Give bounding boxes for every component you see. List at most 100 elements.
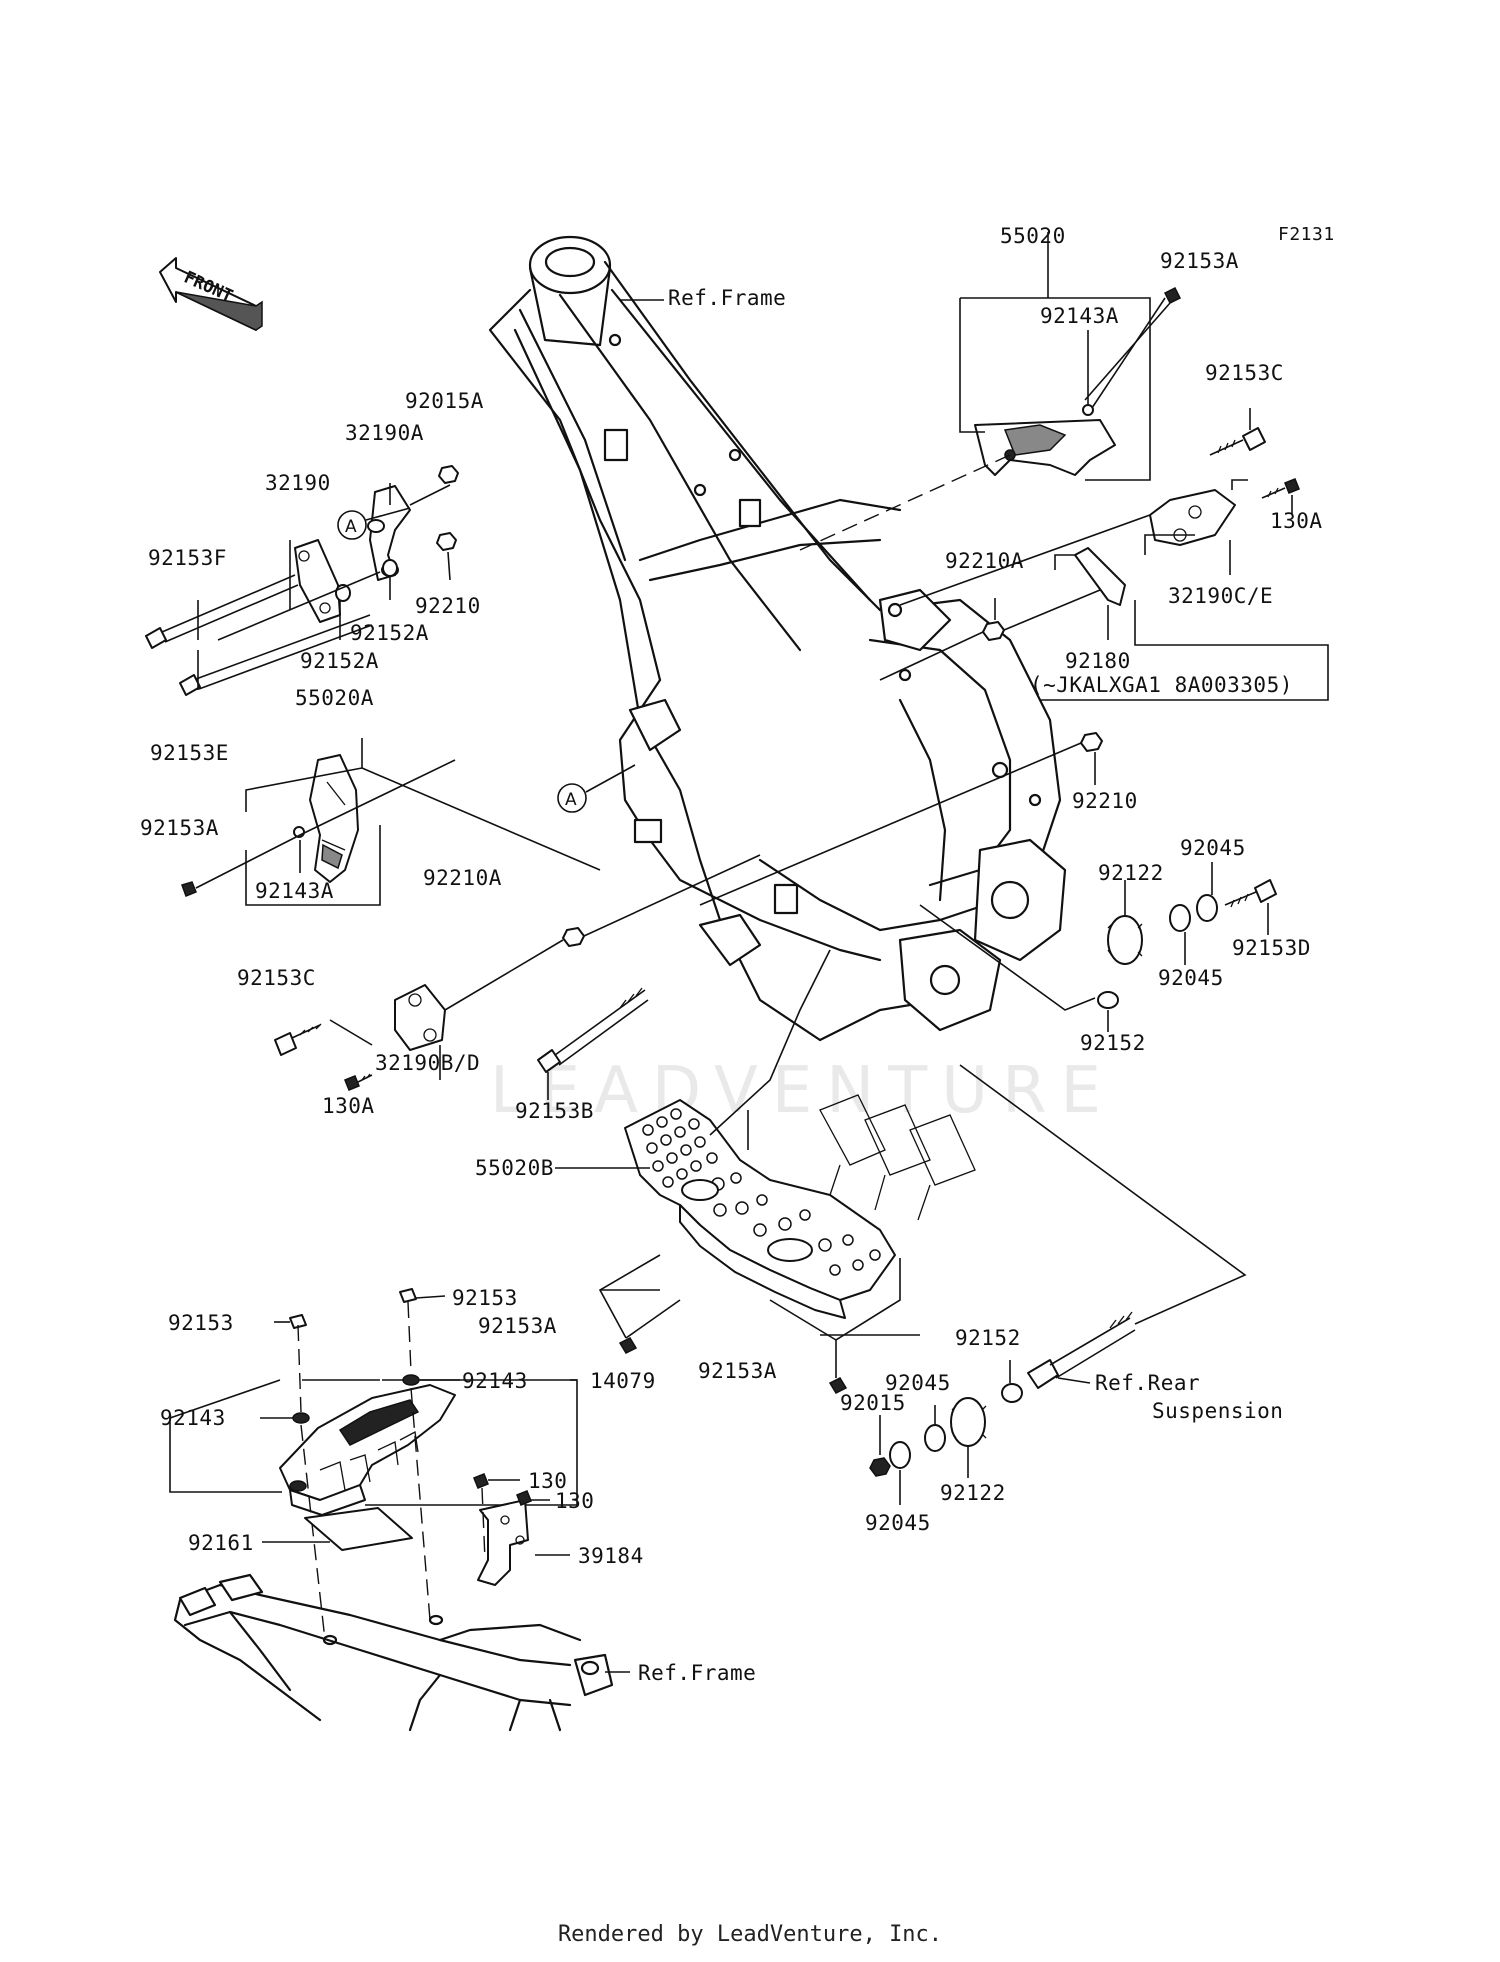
label-32190BD: 32190B/D — [375, 1051, 480, 1075]
label-32190CE: 32190C/E — [1168, 584, 1273, 608]
label-92210-left: 92210 — [415, 594, 481, 618]
label-92122-low: 92122 — [940, 1481, 1006, 1505]
label-92143A-top: 92143A — [1040, 304, 1119, 328]
nut-92015A — [438, 465, 459, 484]
figure-code: F2131 — [1278, 224, 1335, 245]
label-ref-frame-bottom: Ref.Frame — [638, 1661, 756, 1685]
bracket-39184 — [477, 1499, 529, 1586]
label-92210A-right: 92210A — [945, 549, 1024, 573]
label-92152-mid: 92152 — [1080, 1031, 1146, 1055]
collar-92122-upper — [1107, 915, 1143, 965]
label-92045-low1: 92045 — [885, 1371, 951, 1395]
label-14079: 14079 — [590, 1369, 656, 1393]
bearing-92045-low-b — [889, 1441, 911, 1469]
label-92045-mid: 92045 — [1158, 966, 1224, 990]
bolt-92153A-top — [1163, 286, 1182, 305]
label-92210-right: 92210 — [1072, 789, 1138, 813]
label-39184: 39184 — [578, 1544, 644, 1568]
label-55020A: 55020A — [295, 686, 374, 710]
label-92045-top: 92045 — [1180, 836, 1246, 860]
nut-92210A-right — [982, 621, 1005, 641]
bolt-92153C-right — [1209, 427, 1266, 456]
washer-92152-low — [1001, 1383, 1023, 1403]
label-ref-rear-1: Ref.Rear — [1095, 1371, 1200, 1395]
label-92122-top: 92122 — [1098, 861, 1164, 885]
plate-92180 — [1074, 547, 1126, 606]
front-arrow-icon: FRONT — [159, 257, 263, 331]
grommet-92143A-top — [1082, 404, 1094, 416]
footer-credit: Rendered by LeadVenture, Inc. — [557, 1922, 943, 1947]
label-130A-right: 130A — [1270, 509, 1323, 533]
skid-plate-55020B — [624, 1099, 896, 1319]
bolt-92153E — [179, 614, 373, 696]
svg-text:A: A — [345, 517, 357, 537]
label-92143-left: 92143 — [160, 1406, 226, 1430]
label-130-2: 130 — [555, 1489, 594, 1513]
label-92153B: 92153B — [515, 1099, 594, 1123]
marker-a-lower: A — [557, 764, 636, 813]
lower-frame-ref — [173, 1573, 614, 1732]
bolt-92153C-left — [274, 1023, 322, 1056]
label-92153A-top: 92153A — [1160, 249, 1239, 273]
label-ref-frame-top: Ref.Frame — [668, 286, 786, 310]
bolt-92153A-skid1 — [618, 1337, 638, 1354]
engine-bracket-32190CE — [1149, 489, 1236, 546]
bearing-92045-upper-a — [1169, 904, 1191, 932]
label-55020B: 55020B — [475, 1156, 554, 1180]
label-130A-left: 130A — [322, 1094, 375, 1118]
nut-92210A-left — [562, 927, 585, 947]
label-32190A: 32190A — [345, 421, 424, 445]
nut-92210-right — [1080, 732, 1103, 752]
bolt-92153-top — [399, 1288, 417, 1303]
label-130-1: 130 — [528, 1469, 567, 1493]
label-92152A-2: 92152A — [300, 649, 379, 673]
label-92152A-1: 92152A — [350, 621, 429, 645]
nut-92015 — [869, 1457, 891, 1477]
bolt-92153F — [145, 574, 299, 649]
label-92152-low: 92152 — [955, 1326, 1021, 1350]
label-92045-low2: 92045 — [865, 1511, 931, 1535]
bearing-92045-low-a — [924, 1424, 946, 1452]
pivot-shaft-ref-rear — [1027, 1311, 1136, 1389]
label-92153E: 92153E — [150, 741, 229, 765]
svg-text:A: A — [565, 790, 577, 810]
label-92143A-left: 92143A — [255, 879, 334, 903]
label-92153D: 92153D — [1232, 936, 1311, 960]
label-92153A-skid2: 92153A — [698, 1359, 777, 1383]
label-92180: 92180 — [1065, 649, 1131, 673]
label-92153A-left: 92153A — [140, 816, 219, 840]
label-92210A-left: 92210A — [423, 866, 502, 890]
collar-92152A-upper — [382, 559, 398, 577]
engine-bracket-32190 — [294, 539, 341, 623]
label-92015A: 92015A — [405, 389, 484, 413]
label-92015: 92015 — [840, 1391, 906, 1415]
label-55020: 55020 — [1000, 224, 1066, 248]
label-32190: 32190 — [265, 471, 331, 495]
label-92153F: 92153F — [148, 546, 227, 570]
bolt-130-b — [516, 1490, 532, 1506]
bolt-92153D — [1224, 879, 1277, 908]
washer-92152-mid — [1097, 991, 1119, 1009]
label-ref-rear-2: Suspension — [1152, 1399, 1283, 1423]
bearing-92045-upper-b — [1196, 894, 1218, 922]
marker-a-upper: A — [337, 507, 411, 540]
chain-guide-14079 — [279, 1384, 456, 1516]
label-92153-left: 92153 — [168, 1311, 234, 1335]
label-92180-note: (~JKALXGA1 8A003305) — [1030, 673, 1293, 697]
collar-92122-lower — [950, 1397, 987, 1447]
bolt-130A-left — [344, 1073, 373, 1091]
bolt-92153B — [537, 987, 649, 1073]
pad-92161 — [304, 1507, 413, 1551]
label-92153-top: 92153 — [452, 1286, 518, 1310]
label-92143-right: 92143 — [462, 1369, 528, 1393]
bolt-92153-left — [289, 1314, 307, 1329]
bolt-92153A-skid2 — [828, 1377, 848, 1394]
nut-92210-left — [436, 532, 457, 551]
bolt-130A-right — [1261, 478, 1300, 499]
bolt-92153A-left — [181, 881, 197, 897]
label-92161: 92161 — [188, 1531, 254, 1555]
label-92153C-right: 92153C — [1205, 361, 1284, 385]
grommet-92143-right — [402, 1374, 420, 1386]
grommet-92143-left — [292, 1412, 310, 1424]
